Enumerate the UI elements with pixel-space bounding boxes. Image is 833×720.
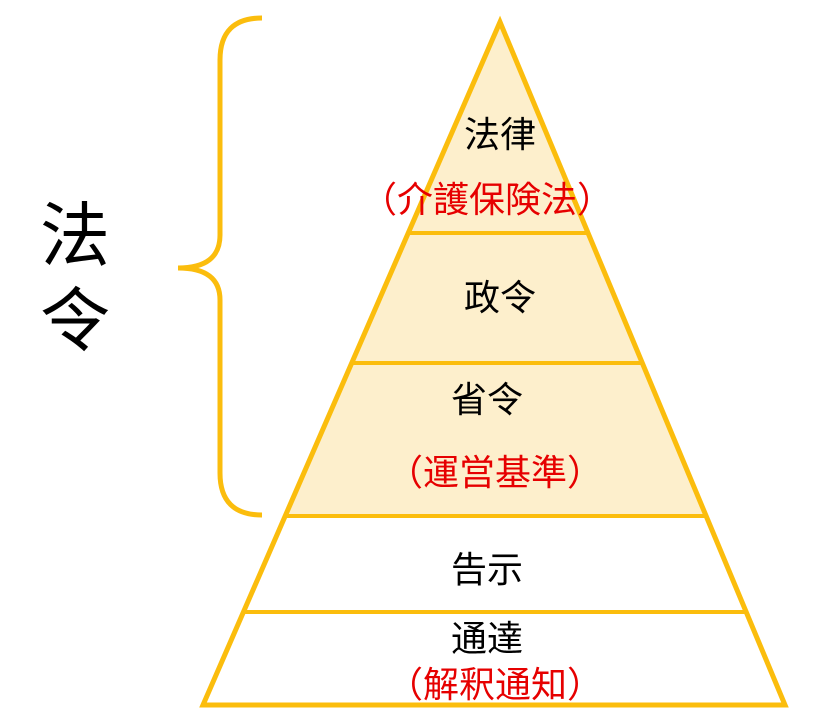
bracket-label-char: 法 bbox=[40, 195, 110, 277]
pyramid-tier-ministerial-ordinance bbox=[285, 363, 706, 516]
curly-bracket bbox=[177, 15, 263, 518]
tier-note-law: （介護保険法） bbox=[361, 180, 613, 221]
pyramid-tier-law bbox=[408, 22, 589, 233]
tier-label-ministerial-ordinance: 省令 bbox=[451, 380, 523, 421]
pyramid-tier-notice bbox=[243, 516, 746, 612]
tier-label-cabinet-order: 政令 bbox=[464, 278, 536, 319]
bracket-label-char: 令 bbox=[40, 280, 110, 362]
pyramid-tier-circular bbox=[203, 612, 785, 705]
tier-note-circular: （解釈通知） bbox=[387, 665, 603, 706]
tier-label-law: 法律 bbox=[464, 115, 536, 156]
pyramid-tier-cabinet-order bbox=[352, 233, 643, 363]
tier-label-circular: 通達 bbox=[451, 619, 523, 660]
tier-note-ministerial-ordinance: （運営基準） bbox=[387, 453, 603, 494]
tier-label-notice: 告示 bbox=[451, 550, 523, 591]
